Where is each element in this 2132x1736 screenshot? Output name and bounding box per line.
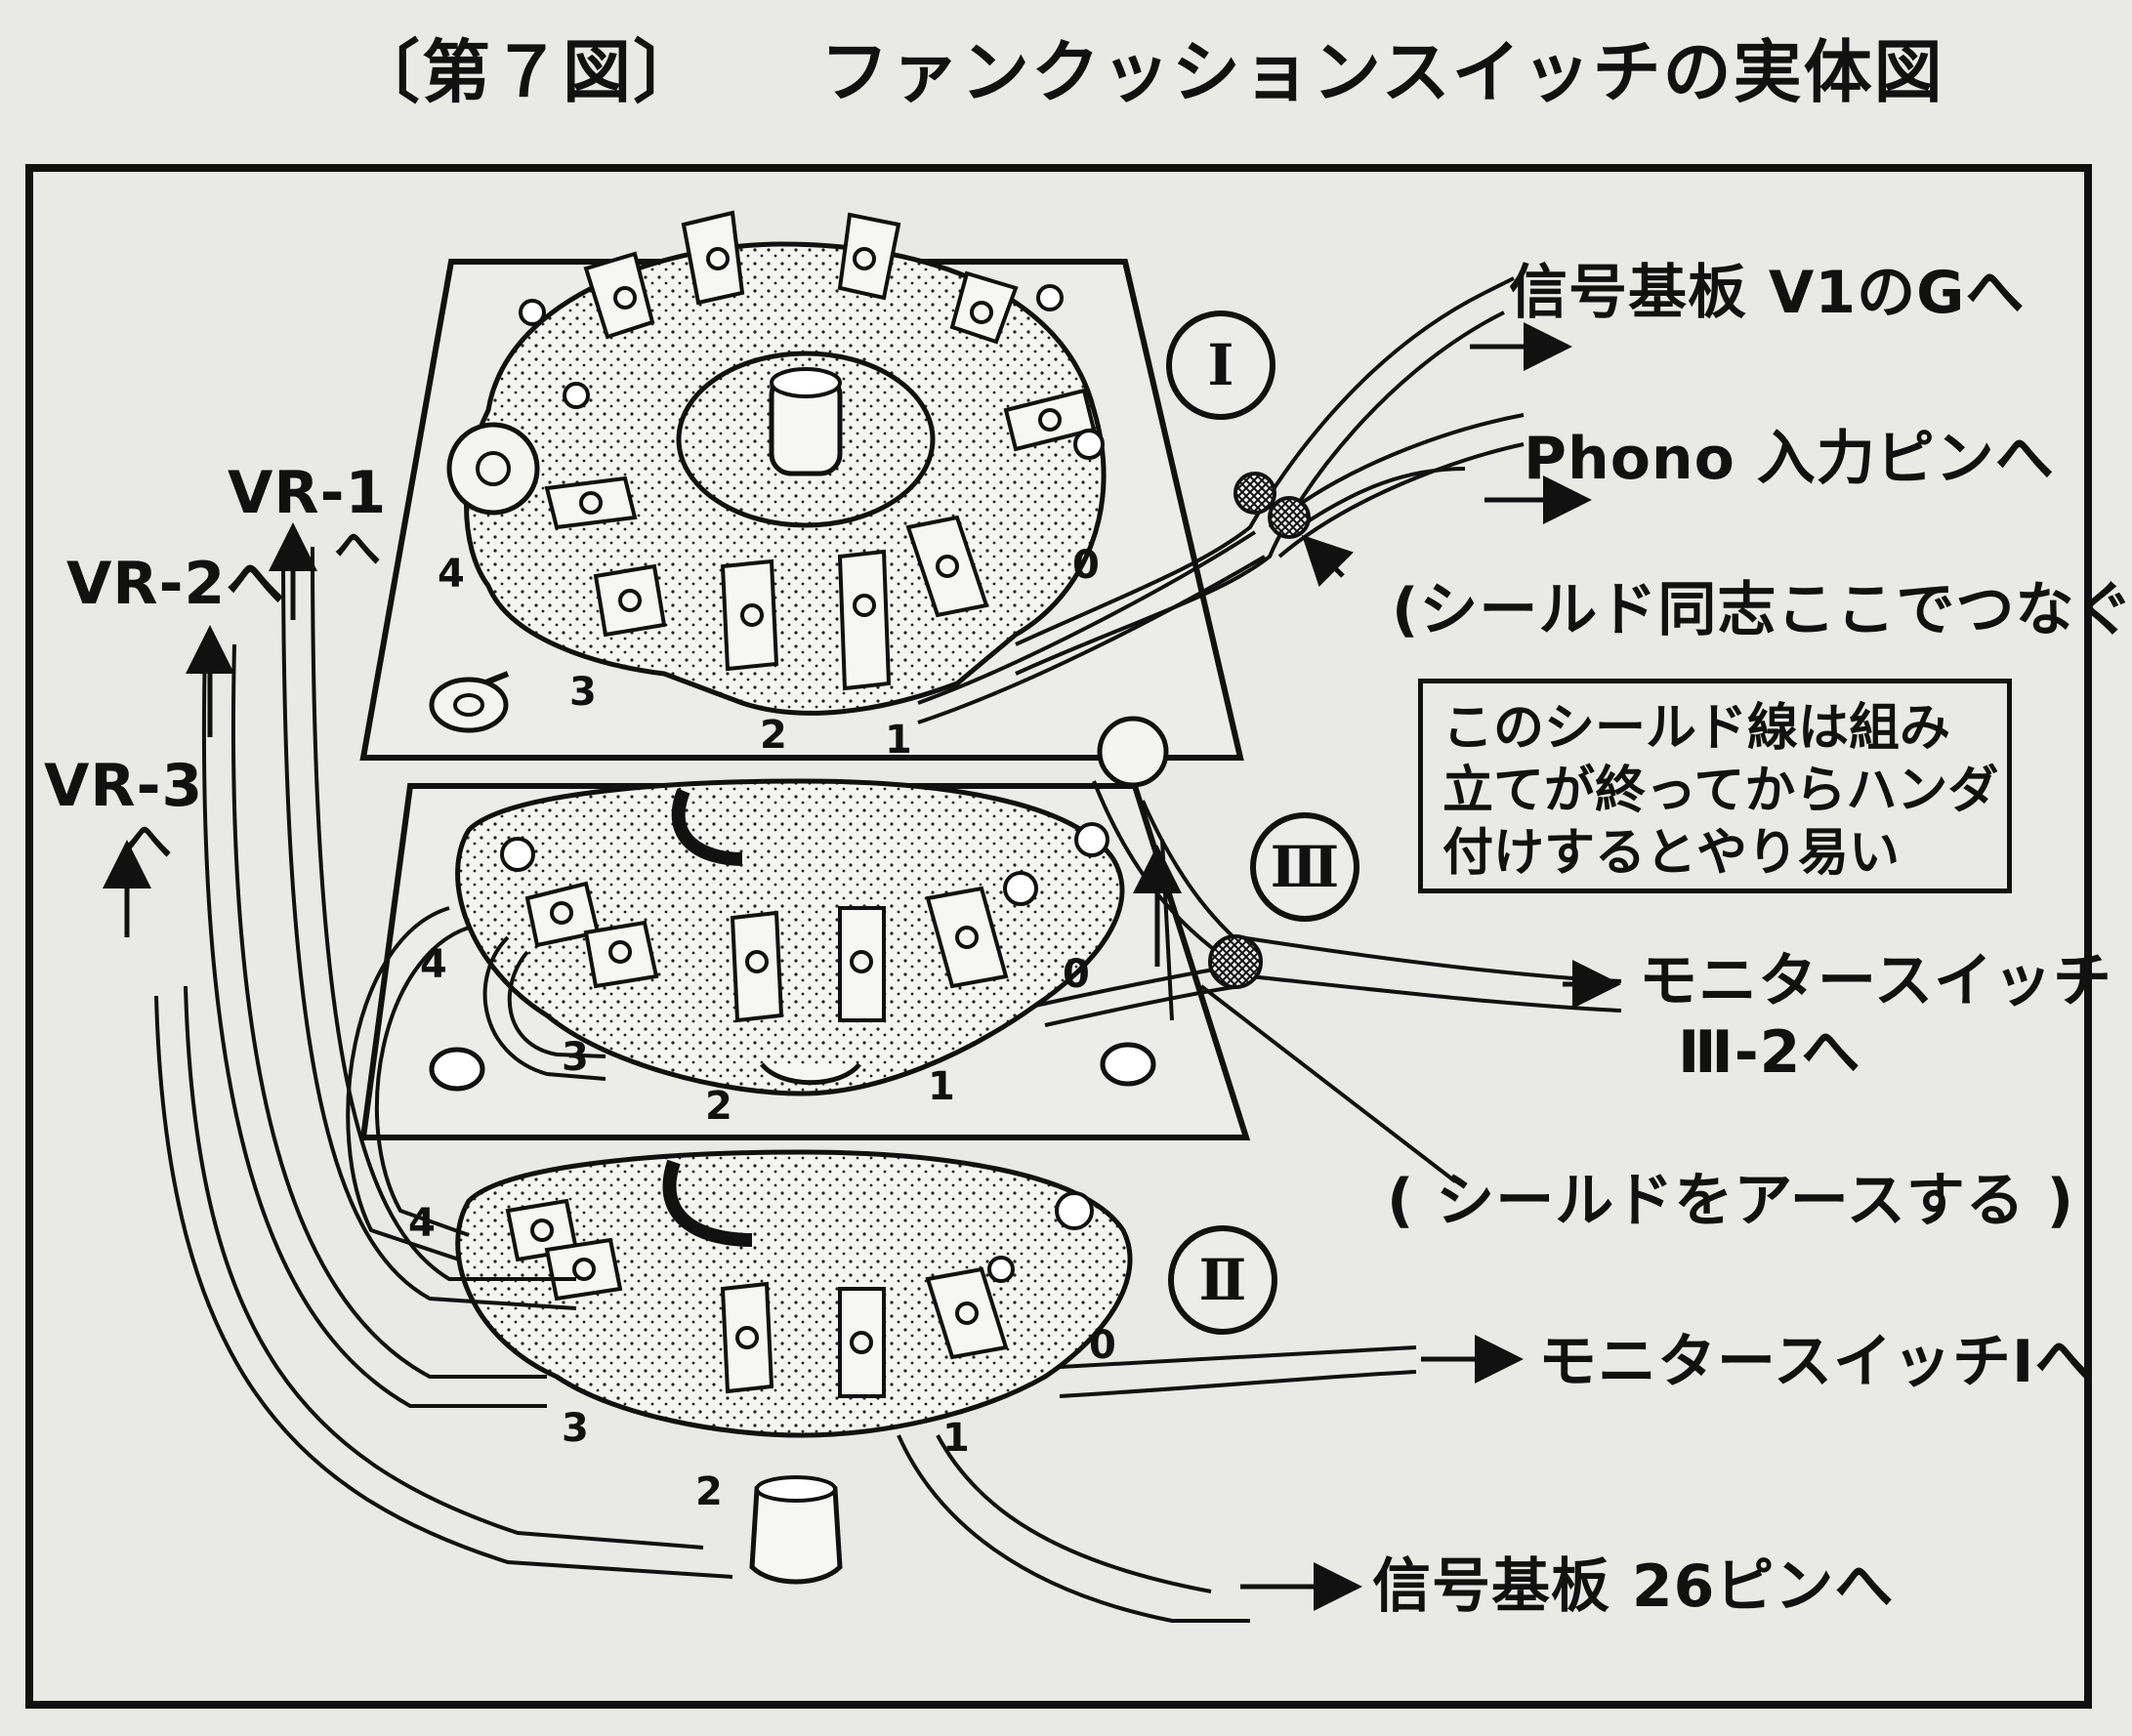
label-monitor-switch-3-sub: Ⅲ-2へ [1678,1018,1861,1087]
deck-1-mount-lug [429,677,509,733]
label-vr1-suffix: へ [334,521,383,576]
deck-2-pin-3: 3 [562,1406,589,1451]
deck-2-pin-2: 2 [695,1469,723,1514]
deck-1-pin-2: 2 [760,713,787,758]
deck-2-numeral: Ⅱ [1168,1225,1277,1335]
deck-2-pin-1: 1 [942,1416,970,1461]
shield-joint-3 [1208,934,1263,989]
deck-1 [359,210,1244,761]
solder-lug-ground [1097,716,1169,788]
label-vr3: VR-3 [44,752,204,820]
label-shield-join: (シールド同志ここでつなぐ) [1392,576,2132,644]
label-vr1: VR-1 [228,459,388,527]
deck-1-pin-0: 0 [1072,543,1100,588]
deck-3-mount-hole-right [1100,1042,1156,1087]
deck-3 [359,778,1251,1140]
deck-2-pin-0: 0 [1089,1323,1116,1368]
deck-1-side-lug [446,422,540,516]
deck-3-pin-3: 3 [562,1035,589,1080]
figure-caption: ファンクッションスイッチの実体図 [820,32,1944,112]
note-line-3: 付けするとやり易い [1442,824,1901,883]
arrows [103,322,1621,1611]
deck-1-numeral: Ⅰ [1166,310,1275,420]
deck-3-pin-0: 0 [1063,952,1090,997]
deck-2 [455,1149,1133,1585]
note-line-1: このシールド線は組み [1442,699,1951,758]
deck-1-pin-3: 3 [569,670,597,715]
figure-number: 〔第７図〕 [352,32,703,112]
deck-2-pin-4: 4 [408,1201,436,1246]
deck-3-pin-1: 1 [928,1064,955,1109]
deck-1-pin-4: 4 [438,552,465,597]
label-monitor-switch-3: モニタースイッチ [1639,947,2112,1015]
label-shield-ground: ( シールドをアースする ) [1387,1167,2075,1235]
deck-3-wafer [455,778,1125,1096]
outer-frame [25,164,2092,1709]
deck-3-mount-hole-left [429,1047,485,1092]
label-signal-board-26: 信号基板 26ピンへ [1372,1552,1895,1621]
shaft-knob [749,1486,843,1585]
deck-2-wafer [455,1149,1133,1438]
label-phono-input: Phono 入力ピンへ [1524,425,2055,493]
label-monitor-switch-1: モニタースイッチⅠへ [1538,1328,2095,1396]
deck-1-pin-1: 1 [885,718,912,763]
shield-joint-2 [1268,496,1311,539]
label-vr3-suffix: へ [125,814,174,869]
deck-3-pin-2: 2 [705,1084,732,1129]
shield-joint-1 [1233,472,1276,515]
note-box: このシールド線は組み 立てが終ってからハンダ 付けするとやり易い [1418,679,2012,893]
deck-3-pin-4: 4 [420,942,447,987]
label-vr2: VR-2へ [66,550,286,618]
deck-3-numeral: Ⅲ [1250,812,1359,922]
figure-title: 〔第７図〕 ファンクッションスイッチの実体図 [352,18,1944,116]
label-signal-board-v1: 信号基板 V1のGへ [1509,259,2026,327]
note-line-2: 立てが終ってからハンダ [1442,762,1999,820]
